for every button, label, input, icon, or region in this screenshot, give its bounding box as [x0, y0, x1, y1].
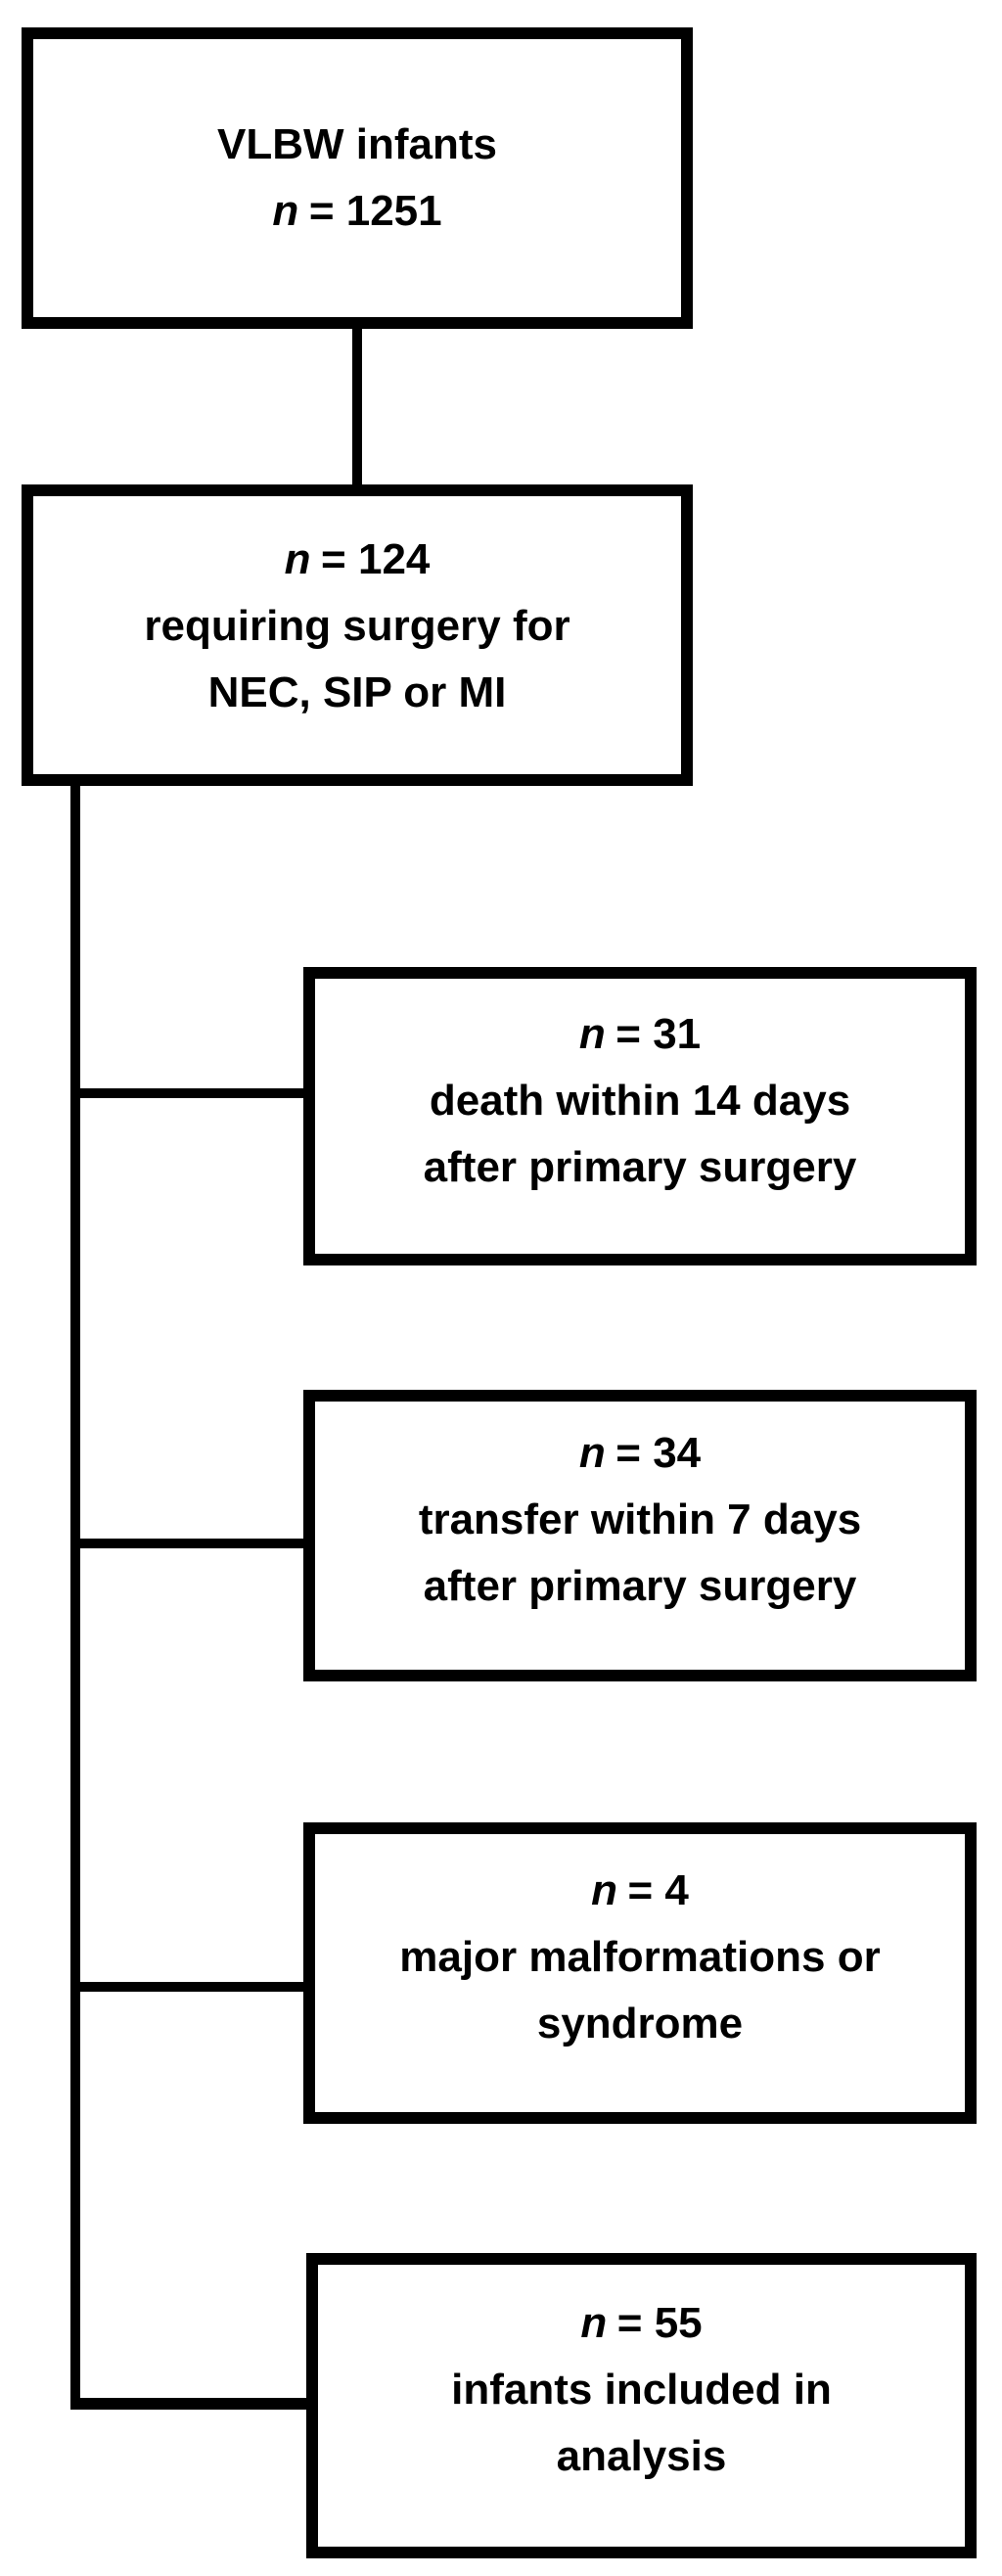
n-symbol: n: [591, 1866, 617, 1914]
n-count: = 31: [615, 1009, 702, 1058]
n-symbol: n: [284, 535, 311, 583]
box-infants-included-in-analysis: n= 55 infants included in analysis: [306, 2253, 977, 2558]
n-symbol: n: [580, 2299, 608, 2347]
box-requiring-surgery: n= 124 requiring surgery for NEC, SIP or…: [22, 484, 693, 786]
connector-box1-to-box2: [352, 327, 362, 488]
box-n-line: n= 55: [580, 2290, 702, 2357]
n-count: = 1251: [308, 187, 442, 235]
box-detail-line: requiring surgery for: [144, 602, 570, 650]
box-detail-line: analysis: [556, 2432, 727, 2480]
n-symbol: n: [272, 187, 299, 235]
box-n-line: n= 4: [591, 1858, 689, 1924]
n-count: = 55: [616, 2299, 703, 2347]
box-death-within-14-days: n= 31 death within 14 days after primary…: [303, 967, 977, 1265]
box-n-line: n= 1251: [272, 178, 441, 245]
connector-branch-transfer: [76, 1539, 313, 1548]
box-major-malformations-or-syndrome: n= 4 major malformations or syndrome: [303, 1822, 977, 2124]
connector-branch-death: [76, 1088, 313, 1098]
n-symbol: n: [578, 1429, 606, 1477]
connector-branch-malformations: [76, 1982, 313, 1992]
box-detail-line: syndrome: [536, 2000, 744, 2047]
n-count: = 124: [321, 535, 431, 583]
box-n-line: n= 31: [579, 1001, 701, 1068]
connector-left-spine: [70, 781, 80, 2410]
box-title-line: VLBW infants: [217, 120, 497, 168]
box-detail-line: after primary surgery: [423, 1142, 857, 1191]
box-detail-line: infants included in: [451, 2366, 832, 2414]
box-n-line: n= 34: [579, 1420, 701, 1487]
n-count: = 34: [615, 1429, 702, 1477]
box-detail-line: death within 14 days: [429, 1076, 851, 1125]
box-transfer-within-7-days: n= 34 transfer within 7 days after prima…: [303, 1390, 977, 1681]
connector-branch-analysis: [76, 2398, 316, 2410]
box-detail-line: NEC, SIP or MI: [207, 668, 507, 716]
box-detail-line: after primary surgery: [423, 1562, 857, 1610]
n-symbol: n: [578, 1009, 606, 1058]
n-count: = 4: [627, 1866, 689, 1914]
box-detail-line: transfer within 7 days: [418, 1495, 862, 1543]
box-detail-line: major malformations or: [399, 1933, 881, 1981]
box-n-line: n= 124: [285, 527, 431, 593]
box-vlbw-infants: VLBW infants n= 1251: [22, 27, 693, 329]
